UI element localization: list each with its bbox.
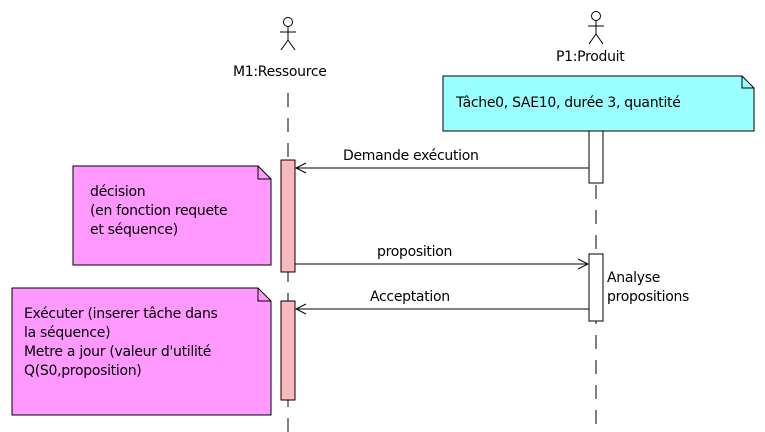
actor-m1-icon <box>280 17 296 51</box>
activation-m1-2 <box>280 300 296 401</box>
decision-note-line-2: (en fonction requete <box>90 203 228 219</box>
activation-p1-1 <box>588 130 604 184</box>
product-note-text: Tâche0, SAE10, durée 3, quantité <box>456 95 681 111</box>
execute-note-line-4: Q(S0,proposition) <box>24 363 142 379</box>
decision-note-line-3: et séquence) <box>90 222 178 238</box>
decision-note <box>72 165 272 266</box>
analyse-label-line-1: Analyse <box>607 270 661 286</box>
message-proposition-label: proposition <box>377 244 453 260</box>
product-note <box>442 75 755 132</box>
analyse-label-line-2: propositions <box>607 289 690 305</box>
actor-p1-icon <box>588 11 604 45</box>
activation-p1-2 <box>588 253 604 322</box>
message-demande-label: Demande exécution <box>343 148 479 164</box>
lifeline-m1-name: M1:Ressource <box>233 64 327 80</box>
lifeline-p1-name: P1:Produit <box>556 49 625 65</box>
execute-note-line-3: Metre a jour (valeur d'utilité <box>24 344 212 360</box>
decision-note-line-1: décision <box>90 184 146 200</box>
activation-m1-1 <box>280 159 296 273</box>
execute-note-line-1: Exécuter (inserer tâche dans <box>24 306 218 322</box>
execute-note <box>11 287 272 416</box>
execute-note-line-2: la séquence) <box>24 325 111 341</box>
message-acceptation-label: Acceptation <box>370 289 450 305</box>
